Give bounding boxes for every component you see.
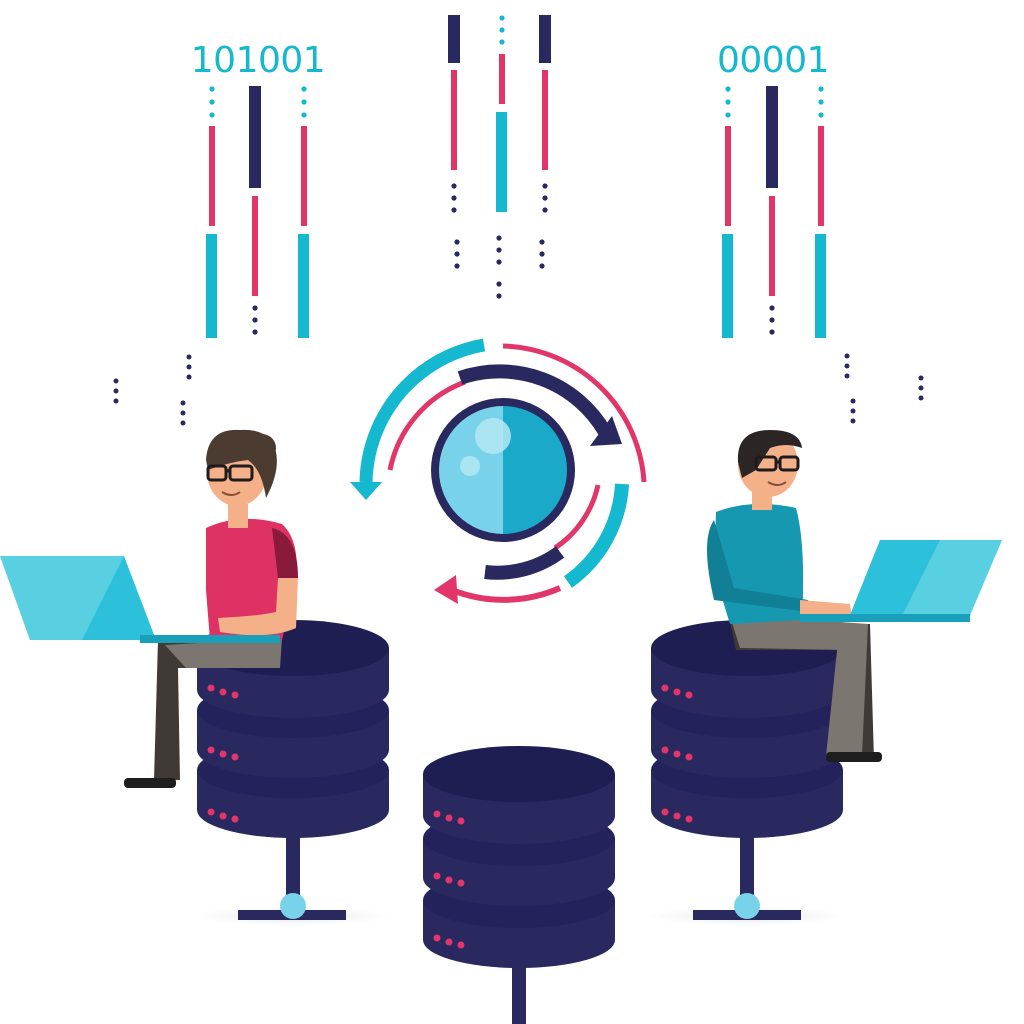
person-with-laptop-right-icon [707, 430, 1002, 762]
scattered-dots-left [113, 354, 192, 426]
binary-label-right: 00001 [717, 40, 829, 81]
database-server-right-icon [651, 620, 843, 920]
binary-stream-center-icon [448, 15, 551, 299]
globe-orb-icon [431, 398, 575, 542]
sync-cycle-icon [350, 338, 647, 604]
database-server-left-icon [197, 620, 389, 920]
binary-stream-left-icon [206, 86, 309, 338]
binary-stream-right-icon [722, 86, 826, 338]
scattered-dots-right [844, 353, 924, 424]
person-with-laptop-left-icon [0, 429, 298, 788]
database-server-center-icon [423, 746, 615, 1024]
binary-label-left: 101001 [191, 40, 325, 81]
